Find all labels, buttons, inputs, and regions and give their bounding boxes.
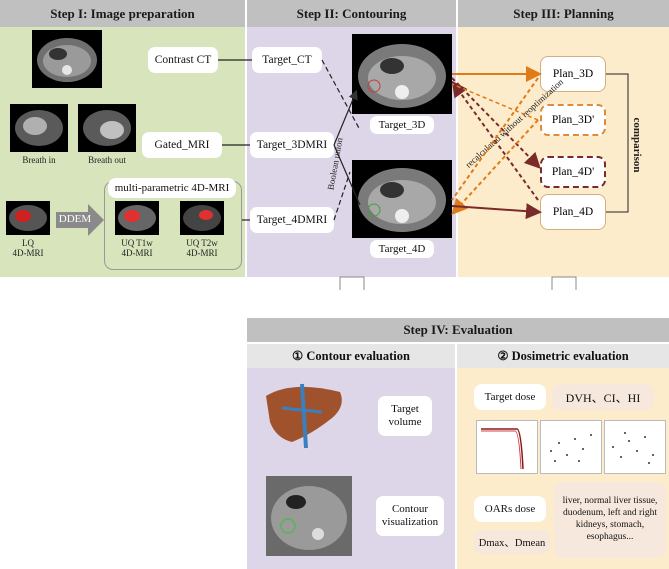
contrast-ct-box: Contrast CT: [148, 47, 218, 73]
plan-3d-prime-box: Plan_3D': [540, 104, 606, 136]
uq-t1w-image: [115, 201, 159, 235]
step3-header: Step III: Planning: [458, 0, 669, 27]
liver-3d-image: [266, 383, 342, 449]
target-volume-box: Target volume: [378, 396, 432, 436]
plan-4d-box: Plan_4D: [540, 194, 606, 230]
hi-scatter-plot: [604, 420, 666, 474]
ddem-label: DDEM: [58, 213, 92, 225]
contour-eval-header: ① Contour evaluation: [247, 344, 455, 368]
contour-visualization-image: [266, 476, 352, 556]
gated-mri-box: Gated_MRI: [142, 132, 222, 158]
breath-out-image: [78, 104, 136, 152]
target-ct-box: Target_CT: [252, 47, 322, 73]
connector-lines: [218, 59, 629, 290]
dmax-dmean-pill: Dmax、Dmean: [474, 530, 550, 554]
breath-in-image: [10, 104, 68, 152]
target-4d-box: Target_4D: [370, 240, 434, 258]
dvh-plot: [476, 420, 538, 474]
uq-t1w-caption: UQ T1w 4D-MRI: [121, 238, 153, 258]
target-3d-box: Target_3D: [370, 116, 434, 134]
step2-header: Step II: Contouring: [247, 0, 456, 27]
dosimetric-eval-header: ② Dosimetric evaluation: [457, 344, 669, 368]
target-3d-image: [352, 34, 452, 114]
oars-dose-pill: OARs dose: [474, 496, 546, 522]
contour-visualization-box: Contour visualization: [376, 496, 444, 536]
uq-t2w-caption: UQ T2w 4D-MRI: [186, 238, 218, 258]
target-3dmri-box: Target_3DMRI: [250, 132, 334, 158]
step1-header: Step I: Image preparation: [0, 0, 245, 27]
target-4d-image: [352, 160, 452, 238]
dvh-ci-hi-pill: DVH、CI、HI: [552, 384, 654, 410]
step4-header: Step IV: Evaluation: [247, 318, 669, 342]
target-dose-pill: Target dose: [474, 384, 546, 410]
uq-t2w-image: [180, 201, 224, 235]
breath-in-caption: Breath in: [22, 155, 56, 165]
plan-4d-prime-box: Plan_4D': [540, 156, 606, 188]
multiparam-title: multi-parametric 4D-MRI: [108, 178, 236, 198]
contrast-ct-image: [32, 30, 102, 88]
target-4dmri-box: Target_4DMRI: [250, 207, 334, 233]
oar-list-pill: liver, normal liver tissue, duodenum, le…: [554, 482, 666, 558]
lq-4dmri-image: [6, 201, 50, 235]
breath-out-caption: Breath out: [88, 155, 126, 165]
lq-4dmri-caption: LQ 4D-MRI: [12, 238, 44, 258]
plan-3d-box: Plan_3D: [540, 56, 606, 92]
ddem-arrow: [56, 204, 104, 236]
ci-scatter-plot: [540, 420, 602, 474]
